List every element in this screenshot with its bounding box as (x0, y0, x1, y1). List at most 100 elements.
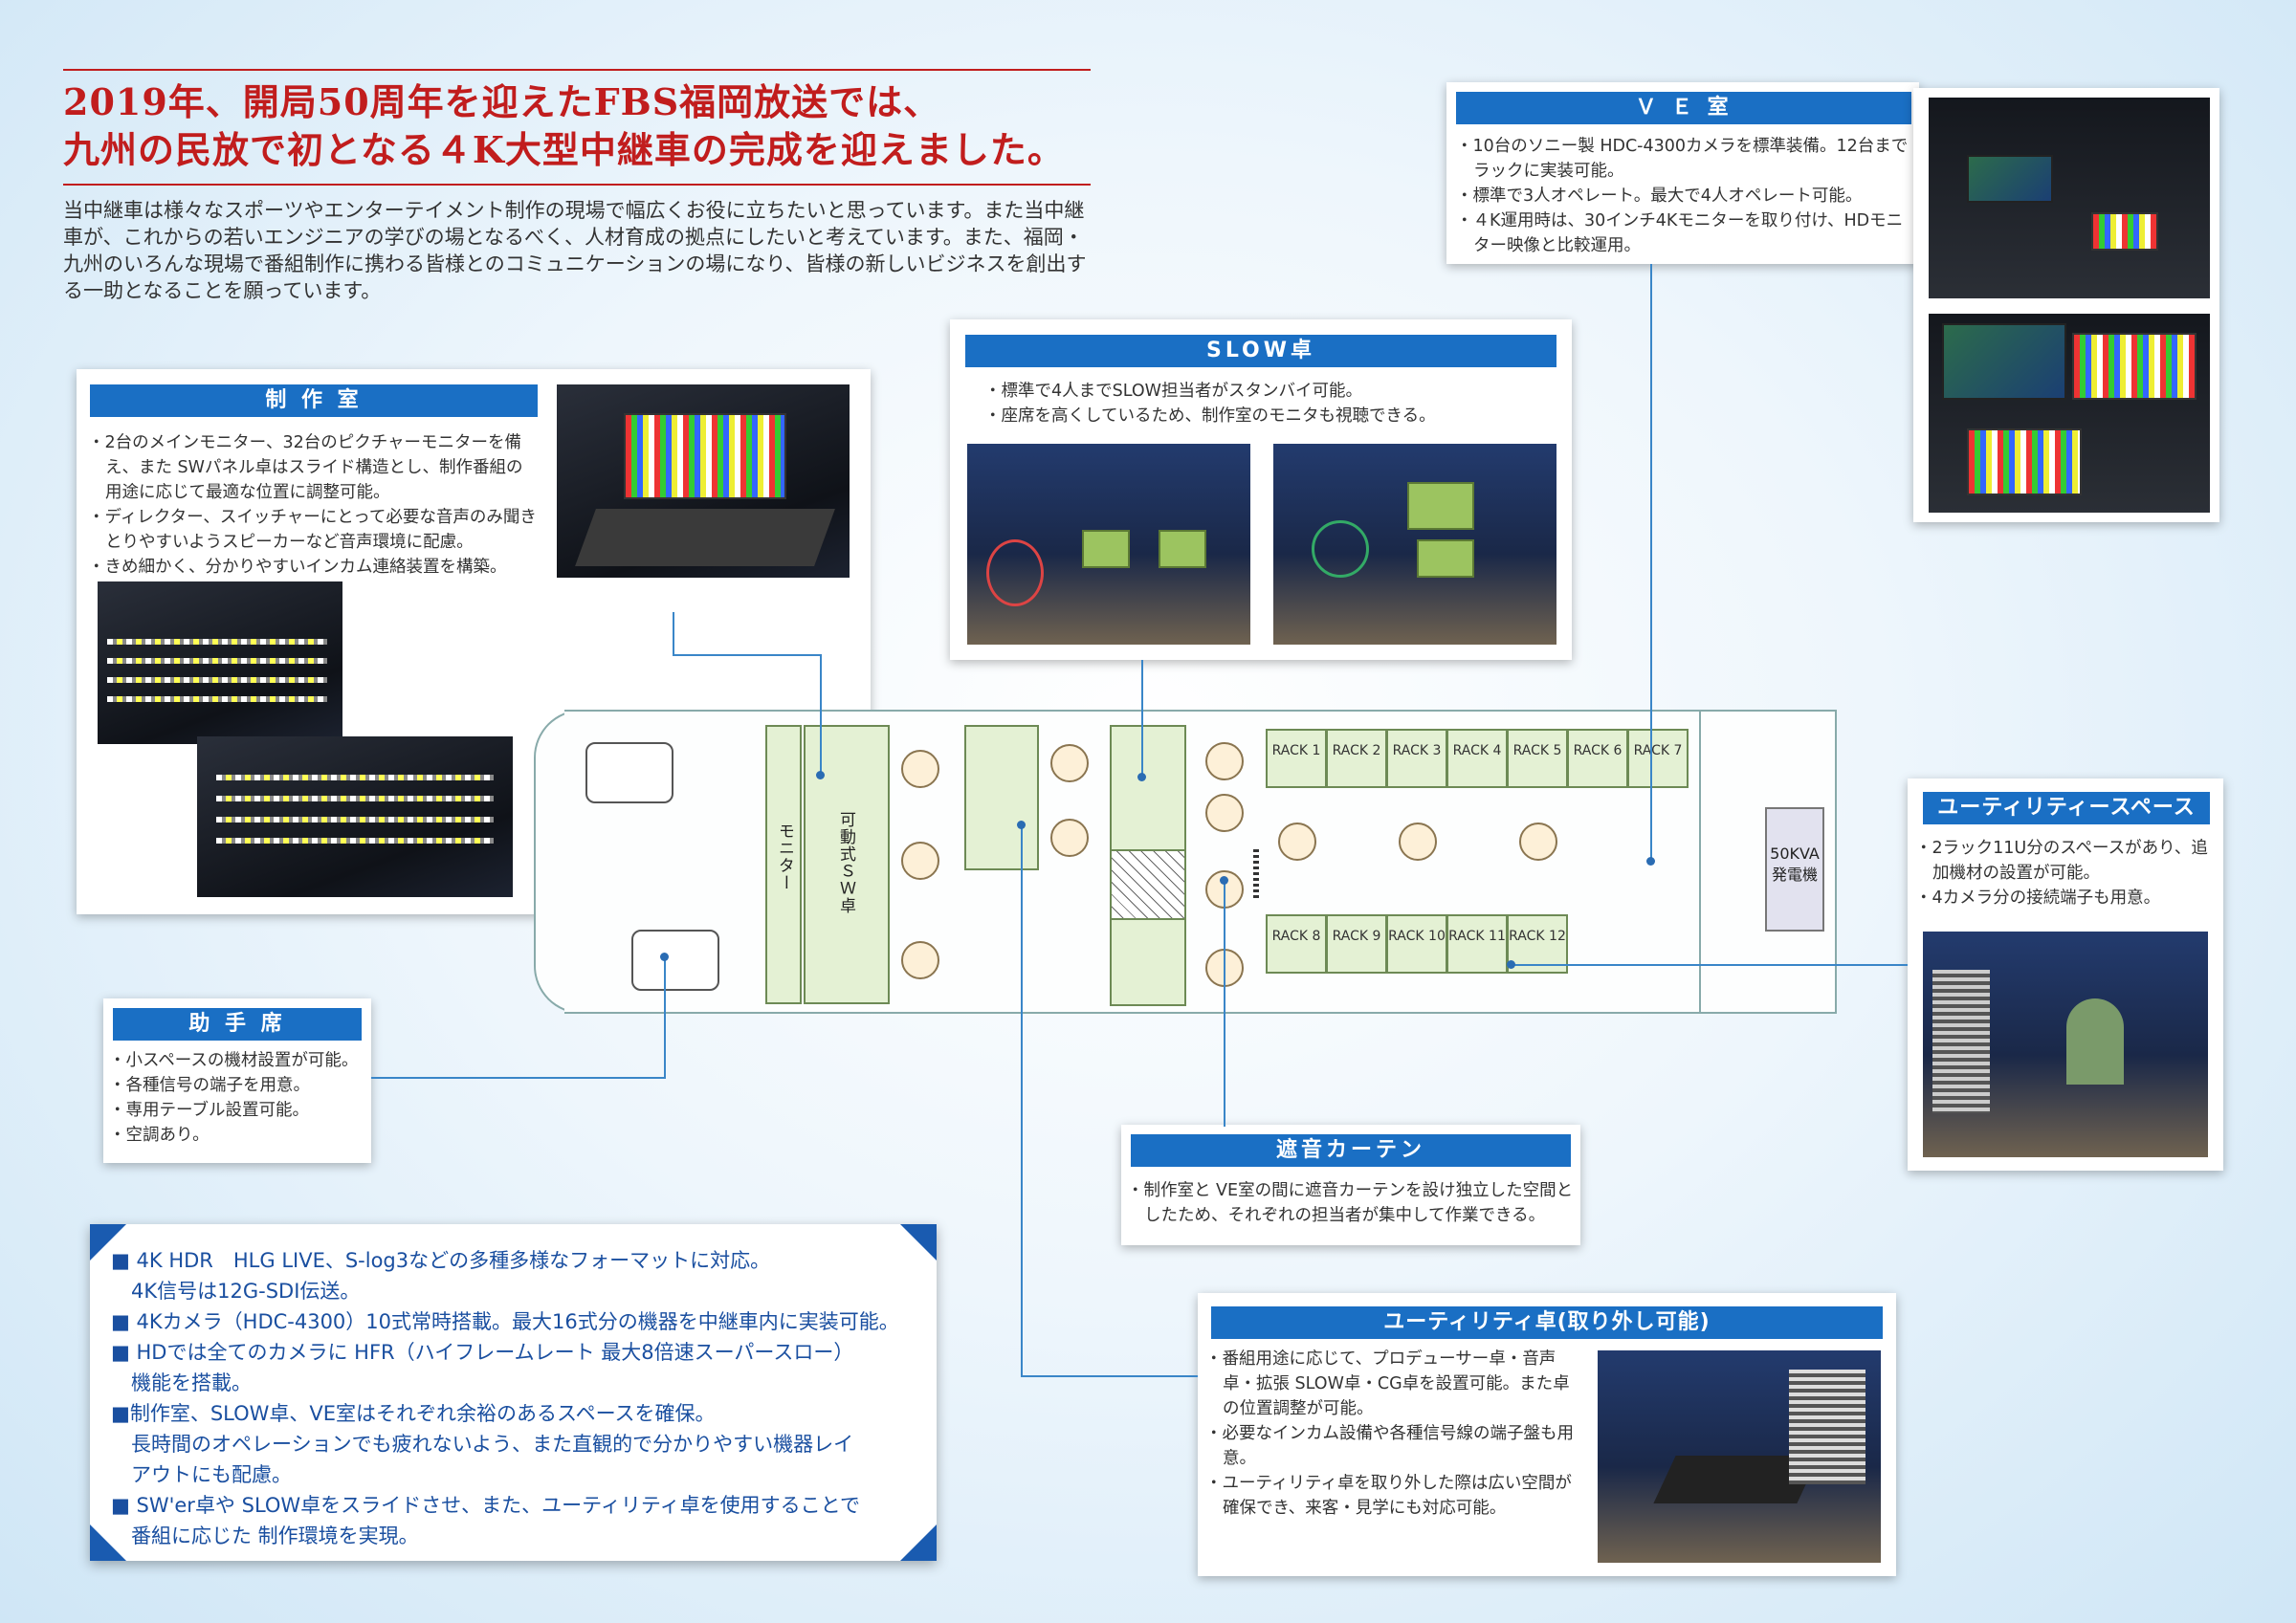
list-item: ユーティリティ卓を取り外した際は広い空間が確保でき、来客・見学にも対応可能。 (1205, 1471, 1578, 1521)
curtain-title: 遮音カーテン (1131, 1134, 1571, 1167)
list-item: 座席を高くしているため、制作室のモニタも視聴できる。 (984, 404, 1549, 428)
slow-desk-hatched (1110, 849, 1186, 920)
ve-room-photo-1 (1929, 98, 2210, 298)
chair (901, 750, 939, 788)
picture-monitor-wall (624, 413, 786, 499)
slow-desk-photo-1 (967, 444, 1250, 645)
partition-line (1699, 712, 1701, 1012)
ve-room-photo-2 (1929, 314, 2210, 513)
slow-desk-block-lower (1110, 918, 1186, 1006)
feature-line: ■ HDでは全てのカメラに HFR（ハイフレームレート 最大8倍速スーパースロー… (111, 1341, 854, 1364)
slow-desk-title: SLOW卓 (965, 335, 1556, 367)
chair (1278, 822, 1316, 861)
list-item: 標準で4人までSLOW担当者がスタンバイ可能。 (984, 379, 1549, 404)
list-item: 各種信号の端子を用意。 (109, 1073, 367, 1098)
control-room-title: 制 作 室 (90, 384, 538, 417)
chair (1205, 794, 1244, 832)
marker-dot (1507, 960, 1515, 969)
curtain-panel: 遮音カーテン 制作室と VE室の間に遮音カーテンを設け独立した空間としたため、そ… (1121, 1125, 1580, 1245)
curtain-bullets: 制作室と VE室の間に遮音カーテンを設け独立した空間としたため、それぞれの担当者… (1127, 1178, 1575, 1228)
control-room-panel: 制 作 室 2台のメインモニター、32台のピクチャーモニターを備え、また SWパ… (77, 369, 871, 914)
list-item: 専用テーブル設置可能。 (109, 1098, 367, 1123)
feature-line: ■制作室、SLOW卓、VE室はそれぞれ余裕のあるスペースを確保。 (111, 1402, 716, 1425)
assistant-seat (631, 930, 719, 991)
assistant-seat-bullets: 小スペースの機材設置が可能。 各種信号の端子を用意。 専用テーブル設置可能。 空… (109, 1048, 367, 1148)
chair (1519, 822, 1557, 861)
rack-12: RACK 12 (1507, 914, 1568, 974)
list-item: 2ラック11U分のスペースがあり、追加機材の設置が可能。 (1915, 836, 2218, 886)
rack-10: RACK 10 (1386, 914, 1447, 974)
list-item: 空調あり。 (109, 1123, 367, 1148)
ve-room-panel: Ｖ Ｅ 室 10台のソニー製 HDC-4300カメラを標準装備。12台までラック… (1446, 82, 1919, 264)
utility-space-panel: ユーティリティースペース 2ラック11U分のスペースがあり、追加機材の設置が可能… (1908, 779, 2223, 1171)
chair (1050, 744, 1089, 782)
marker-dot (1646, 857, 1655, 866)
slow-desk-photo-2 (1273, 444, 1556, 645)
feature-line: ■ 4K HDR HLG LIVE、S-log3などの多種多様なフォーマットに対… (111, 1249, 771, 1272)
rack-11: RACK 11 (1446, 914, 1508, 974)
feature-line: 番組に応じた 制作環境を実現。 (111, 1524, 419, 1547)
feature-line: ■ SW'er卓や SLOW卓をスライドさせ、また、ユーティリティ卓を使用するこ… (111, 1494, 861, 1517)
list-item: 標準で3人オペレート。最大で4人オペレート可能。 (1456, 184, 1913, 208)
headline-line-2: 九州の民放で初となる４K大型中継車の完成を迎えました。 (63, 128, 1065, 171)
switcher-desk (575, 509, 835, 566)
rack-8: RACK 8 (1266, 914, 1327, 974)
marker-dot (660, 953, 669, 961)
list-item: 番組用途に応じて、プロデューサー卓・音声卓・拡張 SLOW卓・CG卓を設置可能。… (1205, 1347, 1578, 1421)
list-item: ディレクター、スイッチャーにとって必要な音声のみ聞きとりやすいようスピーカーなど… (88, 505, 538, 555)
sw-desk-label: 可動式ＳＷ卓 (836, 811, 855, 914)
headline: 2019年、開局50周年を迎えたFBS福岡放送では、 九州の民放で初となる４K大… (63, 78, 1096, 174)
marker-dot (1137, 773, 1146, 781)
list-item: 4カメラ分の接続端子も用意。 (1915, 886, 2218, 910)
rack-4: RACK 4 (1446, 729, 1508, 788)
rack-2: RACK 2 (1326, 729, 1387, 788)
rack-6: RACK 6 (1567, 729, 1628, 788)
headline-line-1: 2019年、開局50周年を迎えたFBS福岡放送では、 (63, 80, 941, 123)
feature-line: 長時間のオペレーションでも疲れないよう、また直観的で分かりやすい機器レイ (111, 1433, 854, 1456)
list-item: ４K運用時は、30インチ4Kモニターを取り付け、HDモニター映像と比較運用。 (1456, 208, 1913, 258)
utility-desk-block (964, 725, 1039, 870)
utility-space-photo (1923, 932, 2208, 1157)
rack-3: RACK 3 (1386, 729, 1447, 788)
ve-room-title: Ｖ Ｅ 室 (1456, 92, 1911, 124)
sound-curtain-icon (1253, 849, 1259, 899)
control-room-photo (557, 384, 850, 578)
list-item: 10台のソニー製 HDC-4300カメラを標準装備。12台までラックに実装可能。 (1456, 134, 1913, 184)
ve-room-photos (1913, 88, 2219, 522)
control-room-bullets: 2台のメインモニター、32台のピクチャーモニターを備え、また SWパネル卓はスラ… (88, 430, 538, 580)
list-item: 小スペースの機材設置が可能。 (109, 1048, 367, 1073)
assistant-seat-panel: 助 手 席 小スペースの機材設置が可能。 各種信号の端子を用意。 専用テーブル設… (103, 998, 371, 1163)
chair (1399, 822, 1437, 861)
utility-space-title: ユーティリティースペース (1923, 792, 2210, 824)
slow-desk-block (1110, 725, 1186, 851)
utility-desk-panel: ユーティリティ卓(取り外し可能) 番組用途に応じて、プロデューサー卓・音声卓・拡… (1198, 1293, 1896, 1576)
list-item: 2台のメインモニター、32台のピクチャーモニターを備え、また SWパネル卓はスラ… (88, 430, 538, 505)
intro-text: 当中継車は様々なスポーツやエンターテイメント制作の現場で幅広くお役に立ちたいと思… (63, 199, 1087, 302)
feature-line: 機能を搭載。 (111, 1371, 252, 1394)
feature-line: 4K信号は12G-SDI伝送。 (111, 1280, 361, 1303)
chair (901, 941, 939, 979)
list-item: 必要なインカム設備や各種信号線の端子盤も用意。 (1205, 1421, 1578, 1471)
list-item: きめ細かく、分かりやすいインカム連絡装置を構築。 (88, 555, 538, 580)
monitor-label: モニター (775, 822, 794, 891)
slow-desk-panel: SLOW卓 標準で4人までSLOW担当者がスタンバイ可能。 座席を高くしているた… (950, 319, 1572, 660)
utility-desk-photo (1598, 1350, 1881, 1563)
headline-rule-bottom (63, 184, 1091, 186)
headline-rule-top (63, 69, 1091, 71)
switcher-panel-photo-2 (197, 736, 513, 897)
marker-dot (816, 771, 825, 779)
driver-seat (585, 742, 673, 803)
utility-space-bullets: 2ラック11U分のスペースがあり、追加機材の設置が可能。 4カメラ分の接続端子も… (1915, 836, 2218, 910)
marker-dot (1017, 821, 1026, 829)
utility-desk-title: ユーティリティ卓(取り外し可能) (1211, 1306, 1883, 1339)
marker-dot (1220, 876, 1228, 885)
feature-line: ■ 4Kカメラ（HDC-4300）10式常時搭載。最大16式分の機器を中継車内に… (111, 1310, 899, 1333)
slow-desk-bullets: 標準で4人までSLOW担当者がスタンバイ可能。 座席を高くしているため、制作室の… (984, 379, 1549, 428)
rack-7: RACK 7 (1627, 729, 1689, 788)
rack-9: RACK 9 (1326, 914, 1387, 974)
generator-block: 50KVA発電機 (1765, 807, 1824, 932)
rack-1: RACK 1 (1266, 729, 1327, 788)
feature-line: アウトにも配慮。 (111, 1463, 292, 1486)
switcher-panel-photo-1 (98, 581, 342, 744)
utility-desk-bullets: 番組用途に応じて、プロデューサー卓・音声卓・拡張 SLOW卓・CG卓を設置可能。… (1205, 1347, 1578, 1521)
